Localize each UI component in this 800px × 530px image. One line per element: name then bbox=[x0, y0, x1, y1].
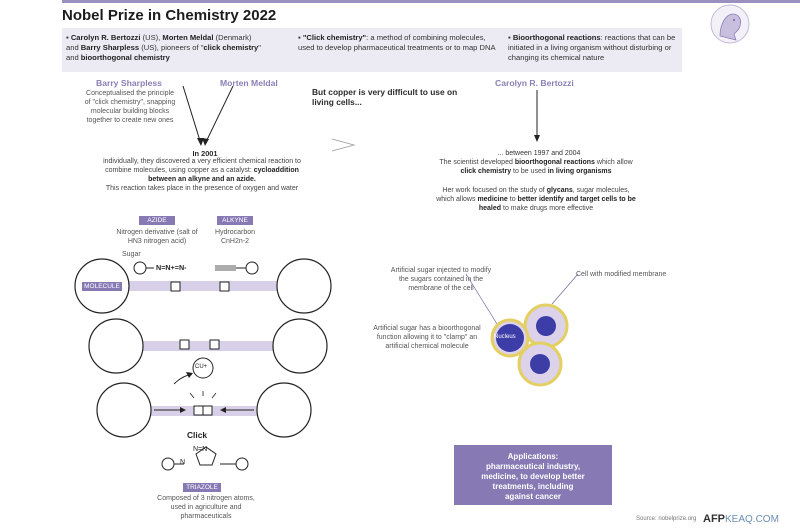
top-accent-line bbox=[62, 0, 800, 3]
scientist-text: The scientist developed bioorthogonal re… bbox=[439, 159, 633, 175]
applications-box: Applications: pharmaceutical industry, m… bbox=[454, 445, 612, 505]
sugar-injected-label: Artificial sugar injected to modify the … bbox=[390, 267, 492, 292]
triazole-n: N bbox=[180, 459, 186, 466]
azide-clip bbox=[170, 281, 181, 292]
arrow-right-icon bbox=[331, 138, 356, 152]
intro-bioorthogonal: ▪ Bioorthogonal reactions: reactions tha… bbox=[508, 33, 676, 62]
azide-description: Nitrogen derivative (salt of HN3 nitroge… bbox=[116, 229, 198, 245]
azide-formula: N=N+=N- bbox=[156, 263, 187, 272]
nobel-medal-icon bbox=[710, 4, 750, 44]
source-credit: Source: nobelprize.org bbox=[636, 516, 697, 522]
arrow-down-icon bbox=[534, 90, 540, 142]
cells-diagram bbox=[465, 273, 579, 387]
triazole-description: Composed of 3 nitrogen atoms, used in ag… bbox=[157, 495, 255, 520]
discovery-text: individually, they discovered a very eff… bbox=[103, 158, 301, 192]
cell-modified-label: Cell with modified membrane bbox=[576, 271, 667, 278]
triazole-tag: TRIAZOLE bbox=[183, 483, 221, 492]
nucleus-left bbox=[496, 324, 524, 352]
click-label: Click bbox=[187, 430, 208, 440]
name-sharpless: Barry Sharpless bbox=[96, 78, 162, 88]
name-meldal: Morten Meldal bbox=[220, 78, 278, 88]
nucleus-top bbox=[536, 316, 556, 336]
name-bertozzi: Carolyn R. Bertozzi bbox=[495, 78, 574, 88]
artificial-sugar-label: Artificial sugar has a bioorthogonal fun… bbox=[373, 325, 481, 350]
copper-catalyst bbox=[192, 357, 214, 379]
molecule-circle bbox=[276, 258, 332, 314]
alkyne-tag: ALKYNE bbox=[217, 216, 253, 225]
sharpless-description: Conceptualised the principle of "click c… bbox=[84, 90, 176, 124]
triazole-ring bbox=[195, 446, 217, 466]
nucleus-label: Nucleus bbox=[494, 334, 516, 340]
sugar-circle bbox=[133, 261, 147, 275]
molecular-chain bbox=[98, 281, 326, 291]
intro-click-chemistry: ▪ "Click chemistry": a method of combini… bbox=[298, 33, 496, 52]
nucleus-bottom bbox=[530, 354, 550, 374]
azide-tag: AZIDE bbox=[139, 216, 175, 225]
alkyne-clip bbox=[219, 281, 230, 292]
page-title: Nobel Prize in Chemistry 2022 bbox=[62, 7, 277, 24]
year-2001: In 2001 bbox=[192, 149, 218, 158]
click-reaction-diagram bbox=[74, 258, 332, 471]
intro-laureates: ▪ Carolyn R. Bertozzi (US), Morten Melda… bbox=[66, 33, 261, 62]
intro-band bbox=[62, 28, 682, 72]
molecule-tag: MOLECULE bbox=[82, 282, 122, 291]
years-text: ... between 1997 and 2004 bbox=[497, 150, 581, 157]
sugar-label: Sugar bbox=[122, 251, 141, 258]
cu-tag: CU+ bbox=[195, 364, 208, 370]
copper-note: But copper is very difficult to use on l… bbox=[312, 87, 458, 107]
triazole-formula: N=N bbox=[193, 446, 208, 453]
alkyne-circle bbox=[245, 261, 259, 275]
work-text: Her work focused on the study of glycans… bbox=[436, 187, 636, 212]
afp-logo: AFPKEAQ.COM bbox=[703, 513, 779, 525]
arrows-to-2001 bbox=[182, 86, 234, 146]
alkyne-description: Hydrocarbon CnH2n-2 bbox=[214, 229, 256, 245]
